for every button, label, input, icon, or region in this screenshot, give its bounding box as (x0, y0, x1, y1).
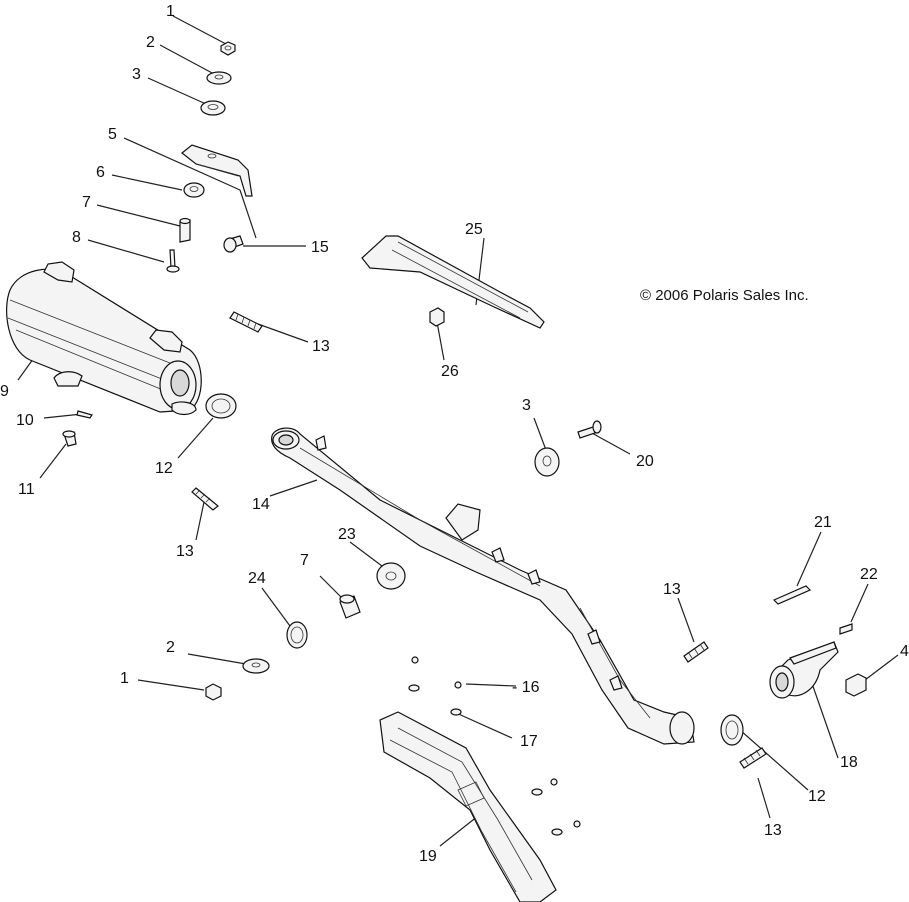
part-14-head-pipe (271, 427, 695, 745)
part-12-gasket-upper (205, 393, 237, 419)
leader-lines (17, 15, 899, 847)
callout-2b: 2 (166, 639, 175, 656)
part-13-spring-right-lower (739, 747, 767, 769)
part-3-grommet-upper (200, 100, 226, 116)
part-25-heat-shield (361, 235, 545, 329)
callout-11: 11 (18, 481, 35, 498)
callout-7: 7 (82, 194, 91, 211)
callout-19: 19 (419, 848, 437, 865)
callout-14: 14 (252, 496, 270, 513)
part-3-grommet-middle (534, 447, 560, 477)
part-16-17-hardware (408, 656, 581, 836)
callout-6: 6 (96, 164, 105, 181)
part-9-muffler (6, 261, 202, 416)
callout-4: 4 (900, 643, 909, 660)
callout-16: - 16 (512, 679, 540, 696)
part-26-nut (429, 307, 445, 327)
callout-7b: 7 (300, 552, 309, 569)
callout-25: 25 (465, 221, 483, 238)
callout-13c: 13 (663, 581, 681, 598)
callout-23: 23 (338, 526, 356, 543)
callout-12: 12 (155, 460, 173, 477)
part-15-bolt (223, 235, 244, 253)
part-7-spacer-upper (179, 217, 191, 243)
callout-5: 5 (108, 126, 117, 143)
callout-1b: 1 (120, 670, 129, 687)
part-2-washer-upper (206, 71, 232, 85)
part-1-nut-upper (220, 41, 236, 56)
callout-3b: 3 (522, 397, 531, 414)
part-20-bolt (577, 420, 602, 439)
part-1-nut-lower (205, 683, 222, 701)
part-12-gasket-lower (720, 714, 744, 746)
part-10-screw (76, 410, 93, 419)
part-13-spring-left (191, 487, 219, 511)
callout-26: 26 (441, 363, 459, 380)
callout-20: 20 (636, 453, 654, 470)
part-19-lower-shield (379, 711, 557, 902)
callout-3: 3 (132, 66, 141, 83)
callout-15: 15 (311, 239, 329, 256)
part-23-grommet (376, 562, 406, 590)
part-5-bracket (181, 144, 253, 197)
part-11-plug (62, 430, 77, 447)
part-7-spacer-lower (339, 594, 361, 619)
callout-9: 9 (0, 383, 9, 400)
callout-13b: 13 (176, 543, 194, 560)
callout-21: 21 (814, 514, 832, 531)
callout-18: 18 (840, 754, 858, 771)
part-21-gasket (772, 585, 812, 605)
part-13-spring-right-upper (683, 641, 709, 663)
callout-10: 10 (16, 412, 34, 429)
callout-13: 13 (312, 338, 330, 355)
callout-2: 2 (146, 34, 155, 51)
callout-22: 22 (860, 566, 878, 583)
part-2-washer-lower (242, 658, 270, 674)
callout-12b: 12 (808, 788, 826, 805)
callout-1: 1 (166, 3, 175, 20)
copyright-notice: © 2006 Polaris Sales Inc. (640, 287, 809, 304)
part-8-bolt (166, 249, 180, 273)
part-18-pipe-elbow (769, 641, 839, 699)
part-4-nut (845, 673, 867, 697)
callout-labels: 1 2 3 5 6 7 8 15 25 13 26 9 10 11 12 3 2… (0, 3, 909, 865)
callout-24: 24 (248, 570, 266, 587)
callout-8: 8 (72, 229, 81, 246)
callout-13d: 13 (764, 822, 782, 839)
part-6-grommet (183, 182, 205, 198)
callout-17: 17 (520, 733, 538, 750)
part-22-clip (839, 623, 853, 635)
part-24-gasket (286, 621, 308, 649)
part-13-spring-upper (229, 311, 263, 333)
